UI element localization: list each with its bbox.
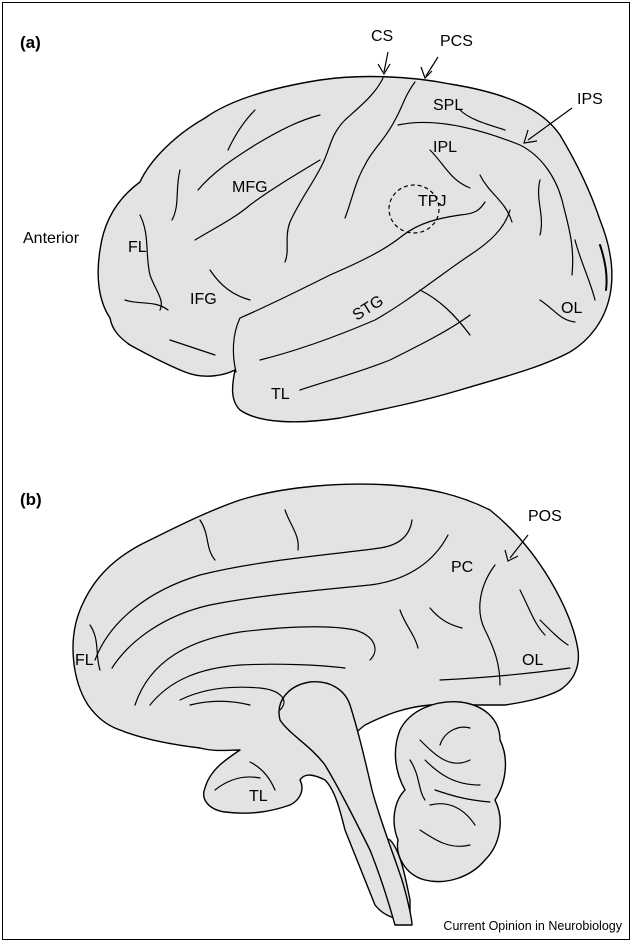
cerebellum [394, 702, 505, 882]
label-fl-a: FL [128, 239, 147, 256]
brainstem [279, 682, 412, 925]
label-pos: POS [528, 508, 562, 525]
orientation-label: Anterior [23, 230, 80, 247]
label-cs: CS [371, 28, 393, 45]
label-tl-a: TL [271, 386, 290, 403]
label-ifg: IFG [190, 291, 217, 308]
label-fl-b: FL [75, 652, 94, 669]
panel-b-tag: (b) [20, 490, 42, 509]
label-ipl: IPL [433, 139, 457, 156]
label-ol-b: OL [522, 652, 543, 669]
label-pc: PC [451, 559, 473, 576]
label-ol-a: OL [561, 300, 582, 317]
panel-a: (a) [20, 28, 612, 422]
label-tpj: TPJ [418, 193, 446, 210]
label-pcs: PCS [440, 33, 473, 50]
panel-a-tag: (a) [20, 33, 41, 52]
label-mfg: MFG [232, 179, 268, 196]
label-tl-b: TL [249, 788, 268, 805]
panel-b: (b) [20, 484, 578, 925]
lateral-brain-outline [98, 77, 612, 422]
label-ips: IPS [577, 91, 603, 108]
source-credit: Current Opinion in Neurobiology [443, 919, 622, 933]
label-spl: SPL [433, 97, 463, 114]
